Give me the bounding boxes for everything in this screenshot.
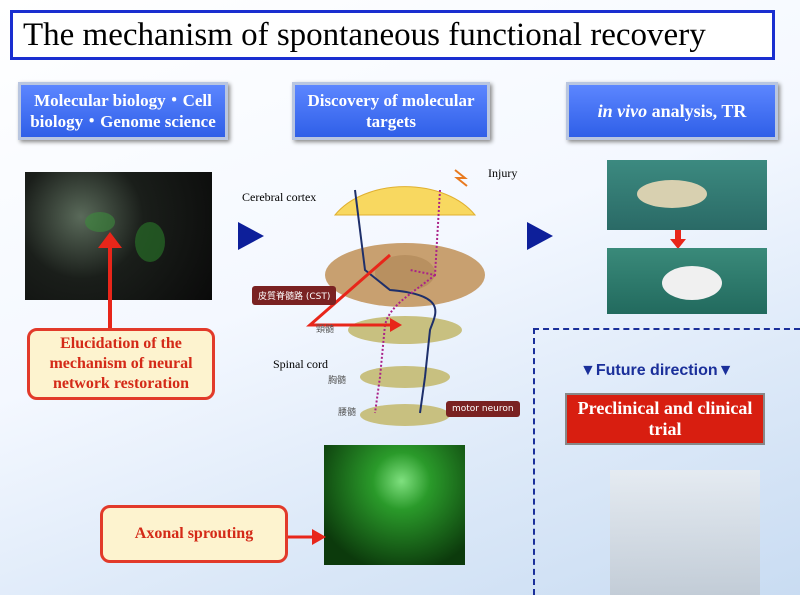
cst-label: 皮質脊髄路 (CST) (252, 286, 337, 305)
lumbar-label: 腰髄 (338, 408, 357, 418)
injury-label: Injury (488, 166, 518, 180)
spinal-cord-diagram (306, 169, 485, 426)
thoracic-label: 胸髄 (328, 376, 347, 386)
future-direction-label: ▼Future direction▼ (580, 362, 734, 379)
motor-neuron-label: motor neuron (446, 401, 520, 417)
header-molecular-targets: Discovery of molecular targets (292, 82, 490, 140)
header-molecular-biology: Molecular biology・Cell biology・Genome sc… (18, 82, 228, 140)
future-direction-panel (533, 328, 800, 595)
elucidation-box: Elucidation of the mechanism of neural n… (27, 328, 215, 400)
axonal-sprouting-box: Axonal sprouting (100, 505, 288, 563)
arrow-down-icon (670, 230, 686, 249)
header-italic: in vivo (597, 100, 648, 121)
header-in-vivo: in vivo analysis, TR (566, 82, 778, 140)
arrow-right-icon (238, 222, 264, 250)
neuron-micrograph (25, 172, 212, 300)
arrow-up-icon (98, 232, 122, 335)
slide-title: The mechanism of spontaneous functional … (10, 10, 775, 60)
arrow-right-icon (527, 222, 553, 250)
axonal-sprouting-micrograph (324, 445, 465, 565)
cerebral-cortex-label: Cerebral cortex (242, 190, 317, 204)
rat-photo-after (607, 248, 767, 314)
preclinical-box: Preclinical and clinical trial (565, 393, 765, 445)
header-rest: analysis, TR (647, 100, 747, 121)
hospital-building-image (610, 470, 760, 595)
spinal-cord-label: Spinal cord (273, 357, 328, 371)
rat-photo-before (607, 160, 767, 230)
cervical-label: 頸髄 (316, 325, 335, 335)
arrow-right-red-icon (288, 529, 326, 545)
